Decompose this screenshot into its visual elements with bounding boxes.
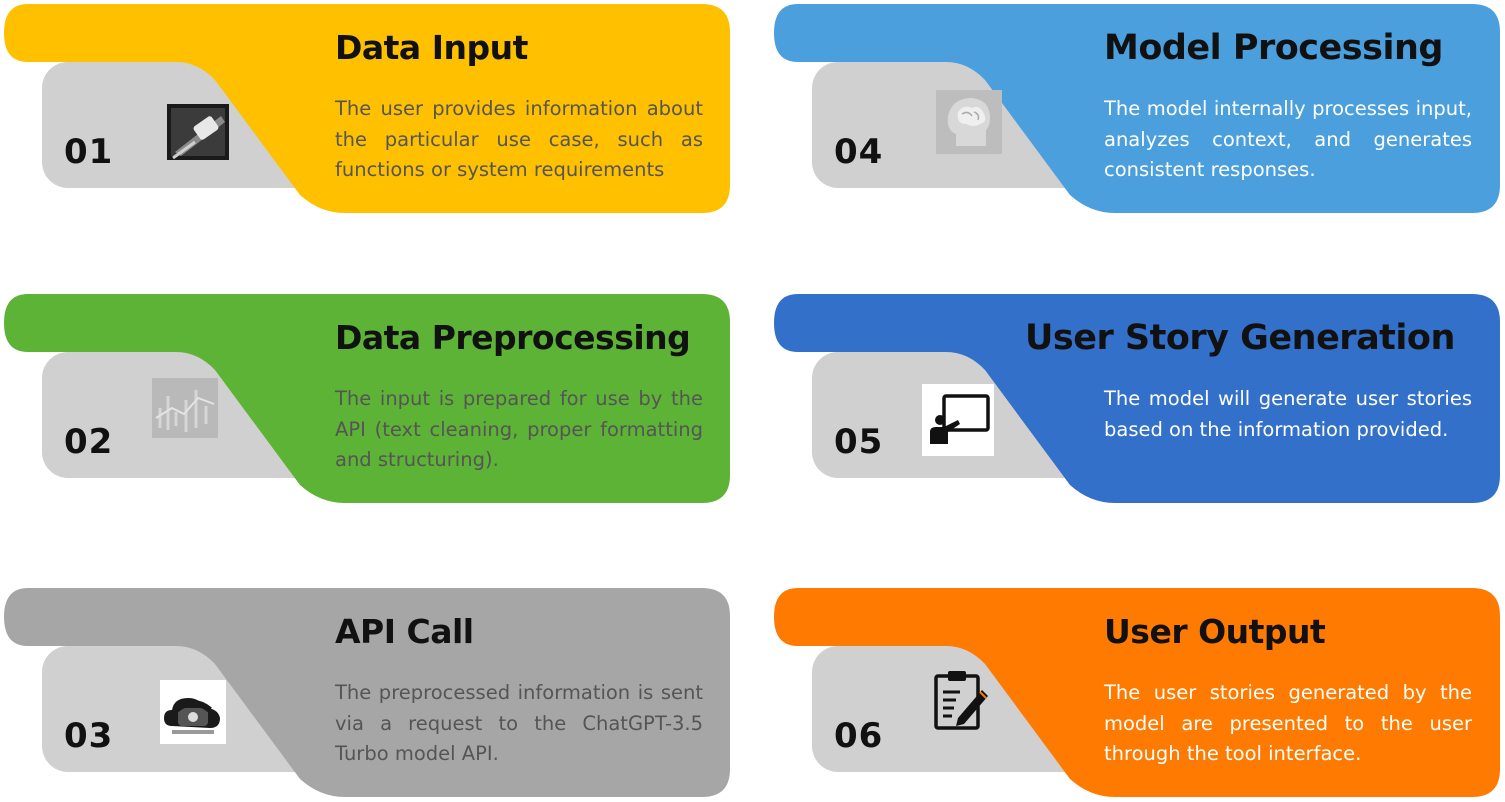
color-banner	[774, 4, 1500, 213]
step-title: API Call	[335, 612, 474, 651]
step-title: Model Processing	[1104, 28, 1443, 68]
clipboard-pencil-icon	[934, 671, 988, 730]
step-card-01: 01 Data Input The user provides informat…	[0, 0, 730, 213]
data-texture-icon	[152, 378, 218, 438]
step-title: User Story Generation	[1025, 318, 1455, 358]
step-number: 01	[64, 132, 114, 172]
step-card-04: 04 Model Processing The model internally…	[770, 0, 1500, 213]
step-card-03: 03 API Call The preprocessed information…	[0, 584, 730, 797]
step-card-05: 05 User Story Generation The model will …	[770, 290, 1500, 503]
step-title: User Output	[1104, 612, 1326, 651]
step-shape	[774, 588, 1500, 797]
step-description: The model internally processes input, an…	[1104, 97, 1472, 181]
step-description: The user provides information about the …	[335, 97, 703, 181]
step-shape	[4, 588, 730, 797]
step-title: Data Input	[335, 28, 528, 67]
brain-head-icon	[936, 90, 1002, 154]
color-banner	[774, 294, 1500, 503]
step-description: The user stories generated by the model …	[1104, 681, 1472, 765]
step-card-02: 02 Data Preprocessing The input is prepa…	[0, 290, 730, 503]
step-description: The model will generate user stories bas…	[1104, 387, 1472, 441]
step-number: 04	[834, 132, 884, 172]
step-number: 02	[64, 422, 114, 462]
step-number: 05	[834, 422, 884, 462]
step-number: 06	[834, 716, 884, 756]
step-description: The input is prepared for use by the API…	[335, 387, 703, 471]
step-shape	[774, 4, 1500, 213]
color-banner	[4, 4, 730, 213]
keyboard-hand-icon	[167, 104, 229, 160]
step-number: 03	[64, 716, 114, 756]
color-banner	[4, 294, 730, 503]
cloud-phone-icon	[160, 680, 226, 744]
step-description: The preprocessed information is sent via…	[335, 681, 703, 765]
step-shape	[4, 4, 730, 213]
color-banner	[774, 588, 1500, 797]
presenter-icon	[922, 384, 994, 456]
color-banner	[4, 588, 730, 797]
step-card-06: 06 User Output The user stories generate…	[770, 584, 1500, 797]
step-title: Data Preprocessing	[335, 318, 691, 357]
